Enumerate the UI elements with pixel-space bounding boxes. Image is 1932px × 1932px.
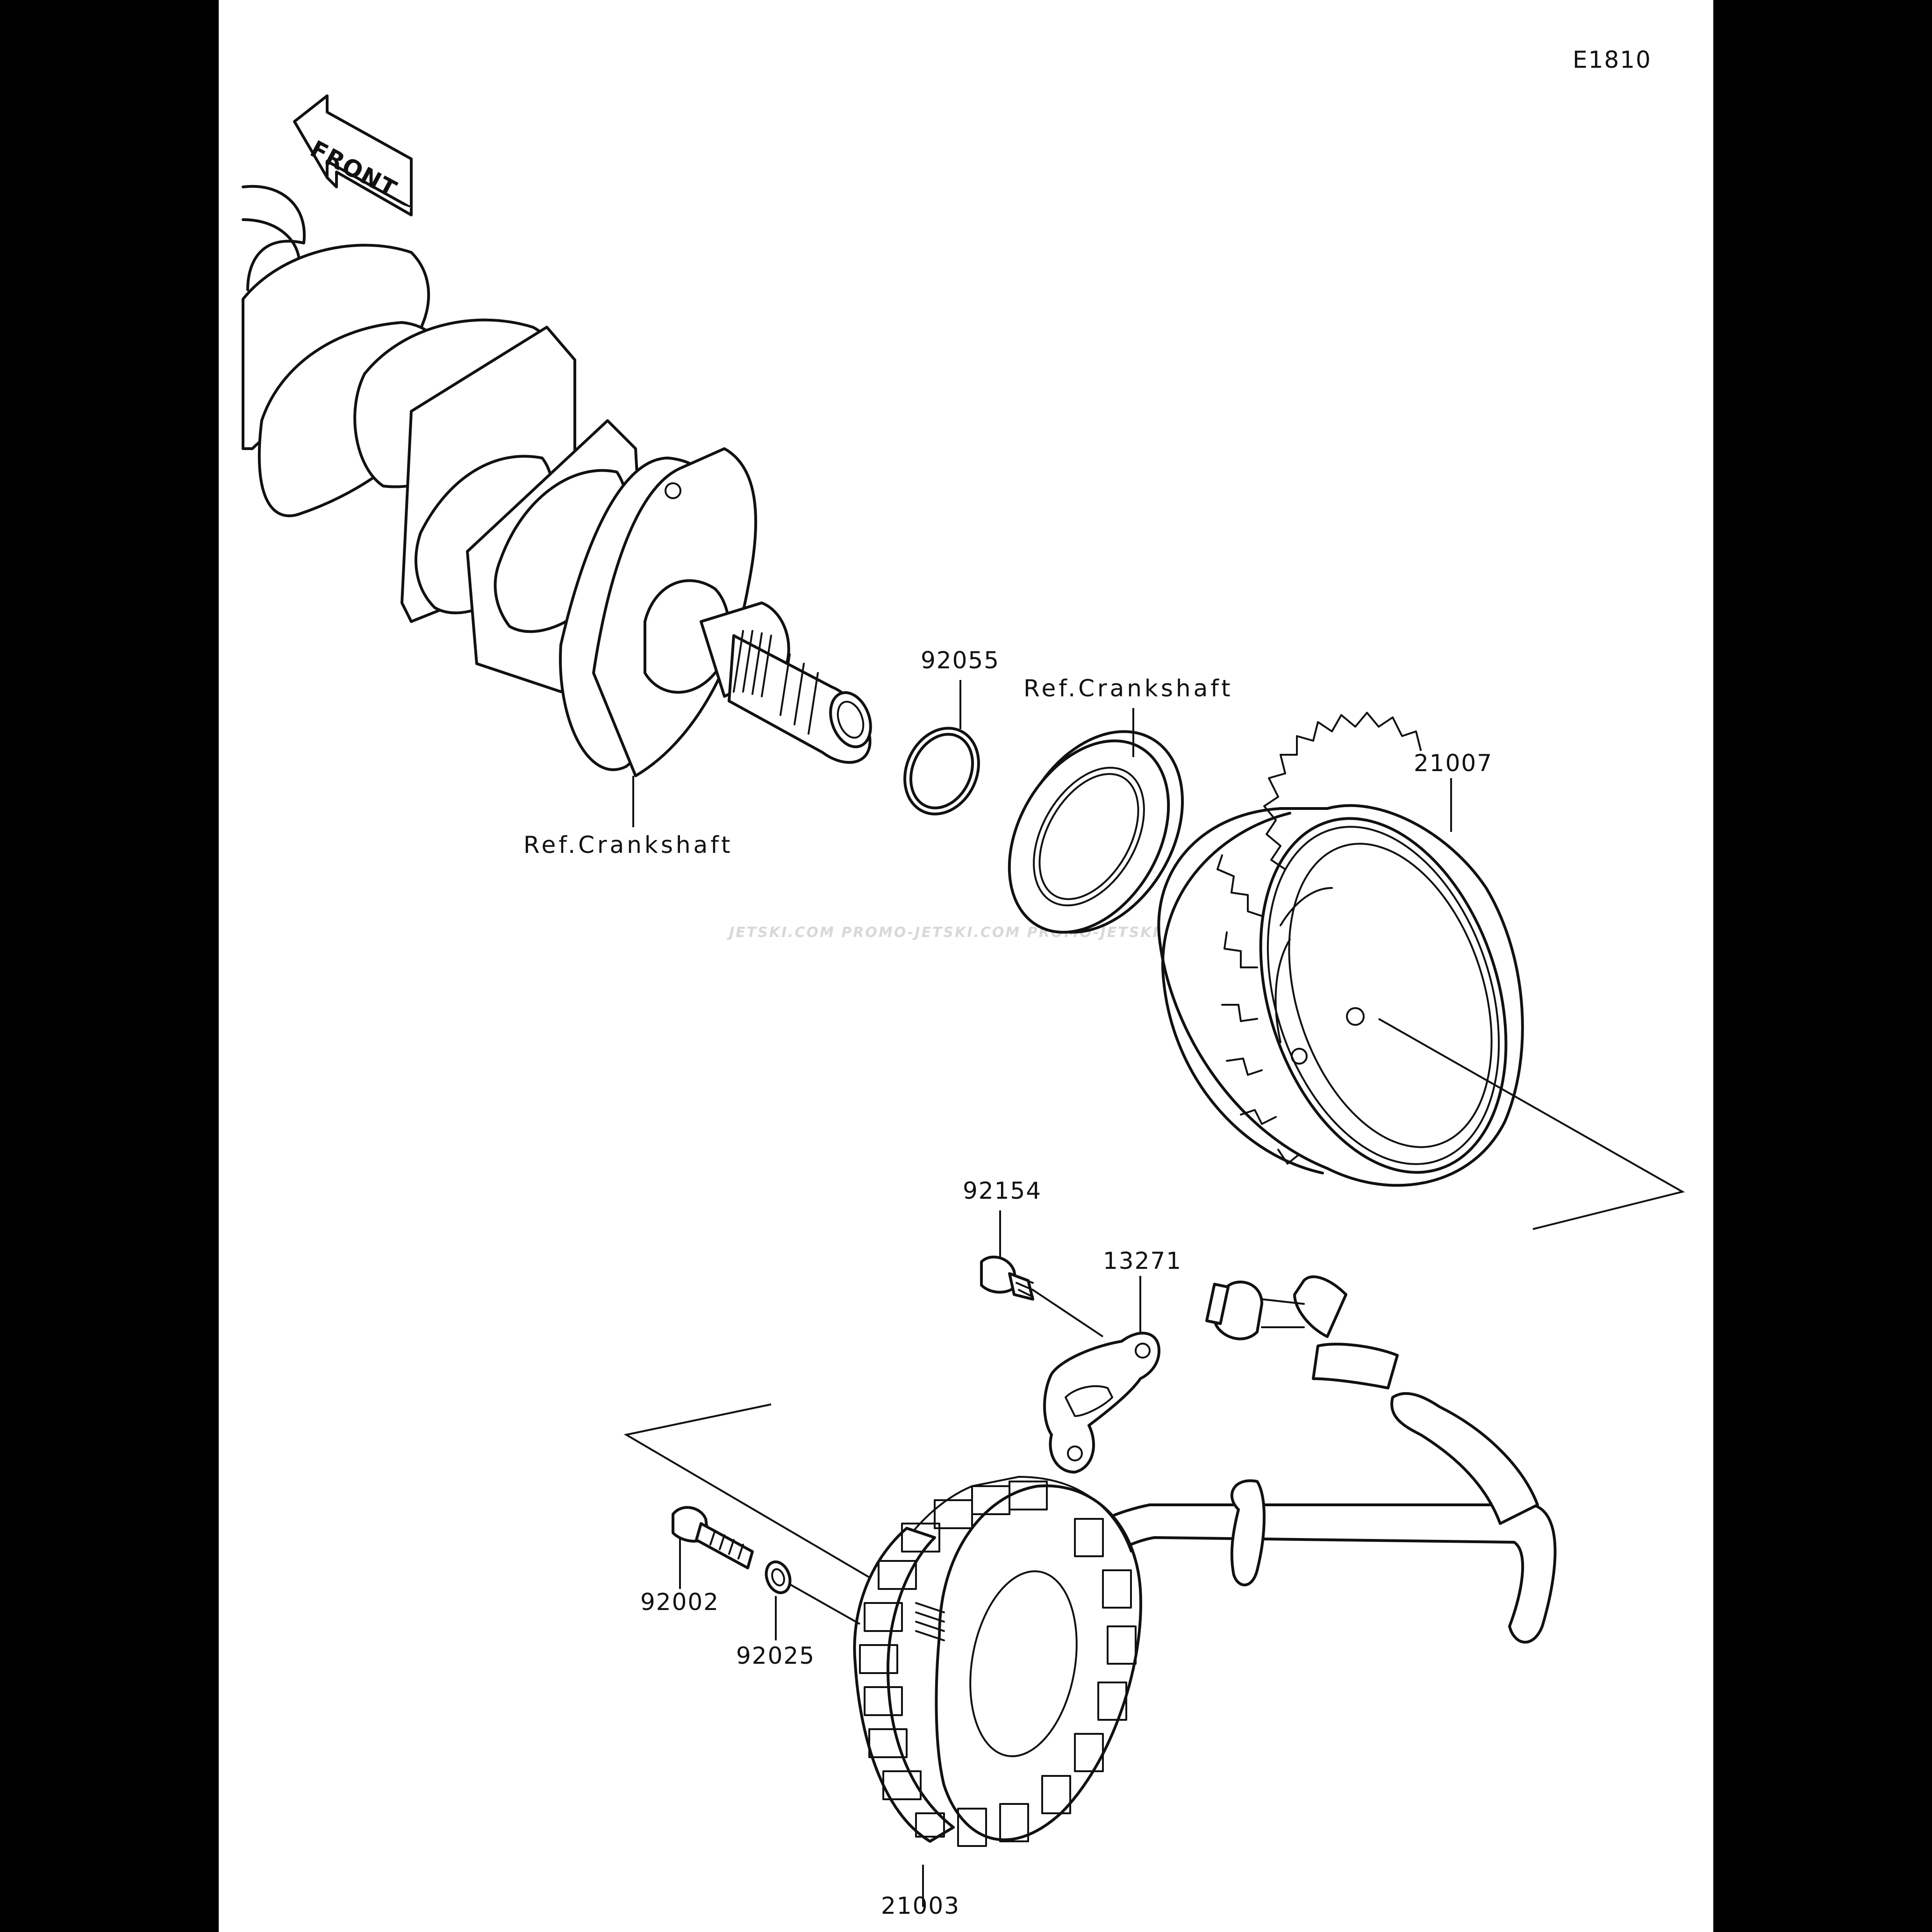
callout-92025: 92025 (736, 1642, 815, 1669)
callout-13271: 13271 (1103, 1247, 1182, 1274)
callout-92002: 92002 (640, 1589, 719, 1616)
assembly-line-stator (623, 1403, 870, 1578)
callout-21007: 21007 (1414, 750, 1493, 777)
plate-13271 (1043, 1331, 1160, 1474)
oil-seal (1008, 730, 1184, 934)
front-arrow-icon: FRONT (293, 94, 413, 216)
assembly-line-rotor (1378, 1018, 1685, 1230)
callout-92154: 92154 (963, 1177, 1042, 1204)
stator-21003 (853, 1275, 1557, 1847)
bolt-92154 (980, 1255, 1034, 1301)
o-ring-92055 (903, 727, 980, 816)
callout-ref-crankshaft-top: Ref.Crankshaft (1023, 675, 1233, 702)
rotor-21007 (1157, 712, 1524, 1187)
watermark: JETSKI.COM PROMO-JETSKI.COM PROMO-JETSKI… (727, 924, 1207, 941)
callout-92055: 92055 (921, 647, 1000, 674)
diagram-code: E1810 (1573, 46, 1652, 73)
bolt-92002 (672, 1506, 754, 1569)
crankshaft (242, 185, 872, 777)
callout-ref-crankshaft-bottom: Ref.Crankshaft (523, 831, 733, 859)
washer-92025 (765, 1560, 792, 1594)
callout-21003: 21003 (881, 1892, 960, 1919)
